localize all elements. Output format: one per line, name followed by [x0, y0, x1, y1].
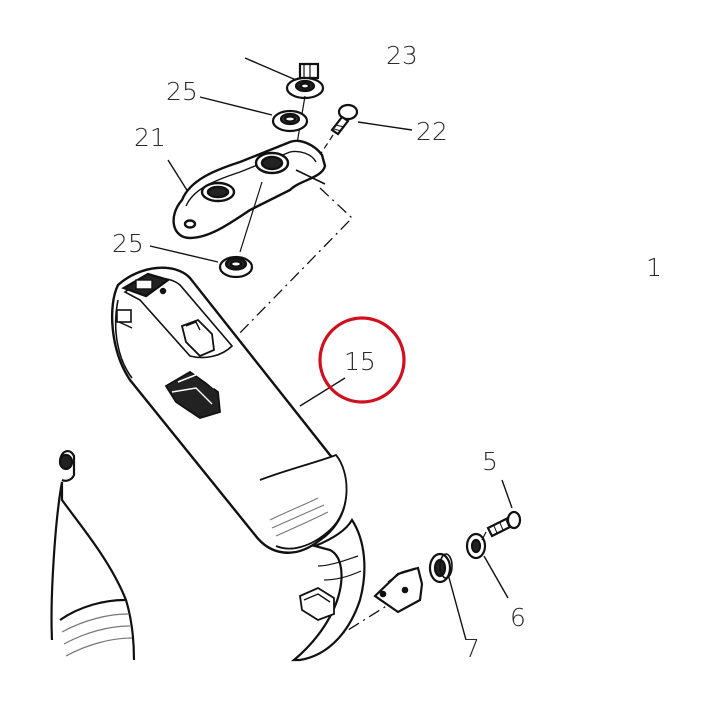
- callout-7: 7: [464, 634, 480, 663]
- callout-22: 22: [416, 117, 448, 146]
- callout-15: 15: [344, 347, 376, 376]
- bracket-21: [167, 139, 327, 253]
- washer-25-lower: [149, 245, 254, 279]
- outlet-pipe: [290, 517, 366, 662]
- leader-15: [299, 377, 346, 407]
- callout-6: 6: [510, 603, 526, 632]
- grommet-7: [428, 552, 467, 641]
- upper-bolt-23: [244, 57, 325, 151]
- callout-23: 23: [386, 41, 418, 70]
- highlight-circle: [318, 316, 406, 404]
- washer-25-upper: [199, 96, 309, 133]
- hanger-bracket: [373, 566, 424, 614]
- muffler-15: [110, 266, 348, 554]
- callout-1: 1: [646, 253, 662, 282]
- washer-6: [465, 532, 509, 599]
- bolt-22: [317, 103, 413, 159]
- callout-21: 21: [134, 123, 166, 152]
- callout-5: 5: [482, 447, 498, 476]
- left-frame-partial: [50, 450, 136, 661]
- callout-25-upper: 25: [166, 77, 198, 106]
- bolt-5: [481, 479, 522, 541]
- callout-25-lower: 25: [112, 229, 144, 258]
- assembly-guide-lines: [195, 187, 421, 661]
